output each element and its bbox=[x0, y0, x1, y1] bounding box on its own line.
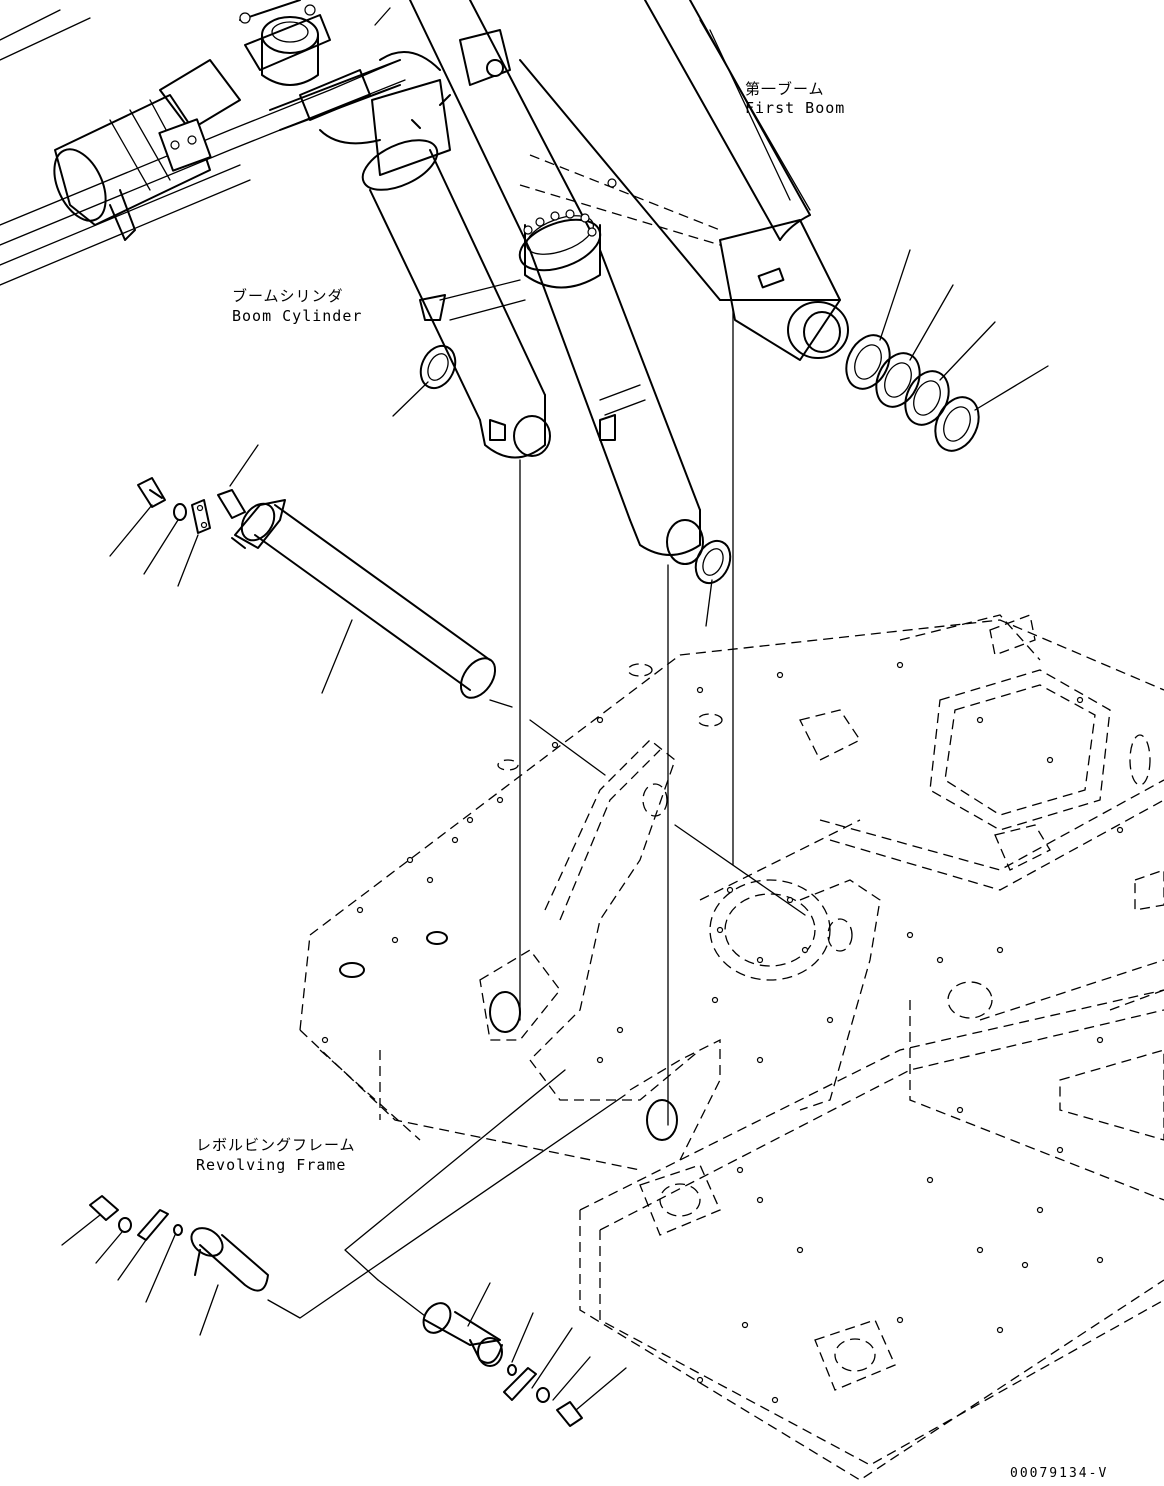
upper-pin-assembly bbox=[137, 477, 497, 699]
revolving-frame bbox=[299, 614, 1164, 1481]
frame-holes bbox=[321, 661, 1124, 1404]
boom-washers-stack bbox=[845, 334, 980, 452]
drawing-number: 00079134-V bbox=[1010, 1466, 1109, 1481]
lower-pin-right bbox=[422, 1302, 583, 1427]
lower-pin-left bbox=[89, 1195, 269, 1292]
assembly-guide-lines bbox=[267, 309, 806, 1319]
boom-cylinder-right bbox=[409, 0, 704, 565]
revolving-frame-label-en: Revolving Frame bbox=[196, 1156, 347, 1174]
boom-cylinder-washers bbox=[419, 344, 732, 585]
boom-cylinder-left bbox=[361, 51, 551, 459]
boom-cylinder-label-en: Boom Cylinder bbox=[232, 307, 363, 325]
first-boom-label-en: First Boom bbox=[745, 99, 846, 117]
boom-cylinder-label-jp: ブームシリンダ bbox=[232, 287, 344, 305]
upper-machinery bbox=[0, 0, 406, 286]
first-boom-label-jp: 第一ブーム bbox=[745, 80, 825, 98]
first-boom bbox=[519, 0, 849, 361]
revolving-frame-label-jp: レボルビングフレーム bbox=[196, 1136, 356, 1154]
leader-lines bbox=[61, 7, 1049, 1411]
